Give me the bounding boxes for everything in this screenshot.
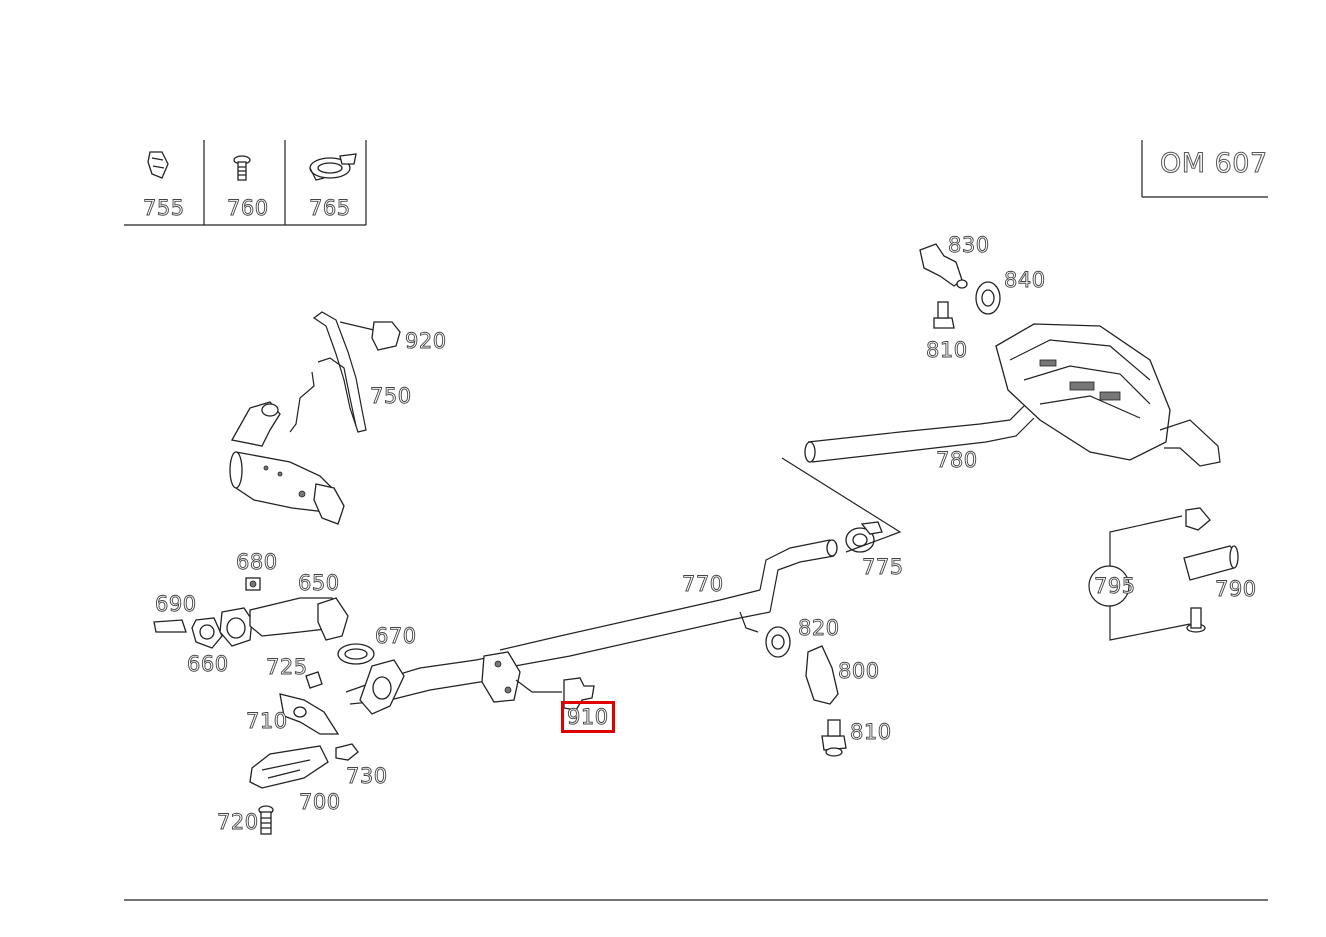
engine-label: OM 607 [1160, 148, 1268, 179]
front-pipe-assembly [153, 577, 349, 649]
callout-780[interactable]: 780 [936, 448, 978, 472]
callout-700[interactable]: 700 [299, 790, 341, 814]
callout-730[interactable]: 730 [346, 764, 388, 788]
sensor-lead [289, 311, 401, 433]
callout-750[interactable]: 750 [370, 384, 412, 408]
callout-670[interactable]: 670 [375, 624, 417, 648]
callout-790[interactable]: 790 [1215, 577, 1257, 601]
callout-725[interactable]: 725 [266, 655, 308, 679]
callout-920[interactable]: 920 [405, 329, 447, 353]
callout-840[interactable]: 840 [1004, 268, 1046, 292]
tailpipe-group [1088, 507, 1239, 641]
callout-710[interactable]: 710 [246, 709, 288, 733]
clamp-775 [845, 521, 883, 553]
clip-icon [147, 151, 169, 179]
callout-720[interactable]: 720 [217, 810, 259, 834]
mounting-bracket [249, 693, 359, 835]
middle-pipe [345, 539, 838, 715]
clamp-icon [309, 153, 357, 181]
clamp-and-nut [305, 643, 375, 689]
callout-810-top[interactable]: 810 [926, 338, 968, 362]
callout-770[interactable]: 770 [682, 572, 724, 596]
rear-pipe [781, 403, 1035, 553]
callout-820[interactable]: 820 [798, 616, 840, 640]
callout-680[interactable]: 680 [236, 550, 278, 574]
rear-hanger [919, 243, 1001, 329]
callout-830[interactable]: 830 [948, 233, 990, 257]
callout-800[interactable]: 800 [838, 659, 880, 683]
callout-910[interactable]: 910 [567, 705, 609, 729]
particulate-filter [229, 401, 345, 525]
callout-795[interactable]: 795 [1094, 574, 1136, 598]
legend-number-765[interactable]: 765 [309, 196, 351, 220]
middle-hanger [765, 626, 847, 757]
bolt-icon [233, 155, 251, 181]
callout-775[interactable]: 775 [862, 555, 904, 579]
callout-650[interactable]: 650 [298, 571, 340, 595]
legend-number-760[interactable]: 760 [227, 196, 269, 220]
legend-number-755[interactable]: 755 [143, 196, 185, 220]
rear-muffler [995, 323, 1221, 467]
callout-660[interactable]: 660 [187, 652, 229, 676]
callout-810-bottom[interactable]: 810 [850, 720, 892, 744]
highlight-box-910[interactable] [561, 701, 615, 733]
engine-label-frame [1141, 140, 1268, 198]
legend-frame [124, 140, 367, 226]
callout-690[interactable]: 690 [155, 592, 197, 616]
